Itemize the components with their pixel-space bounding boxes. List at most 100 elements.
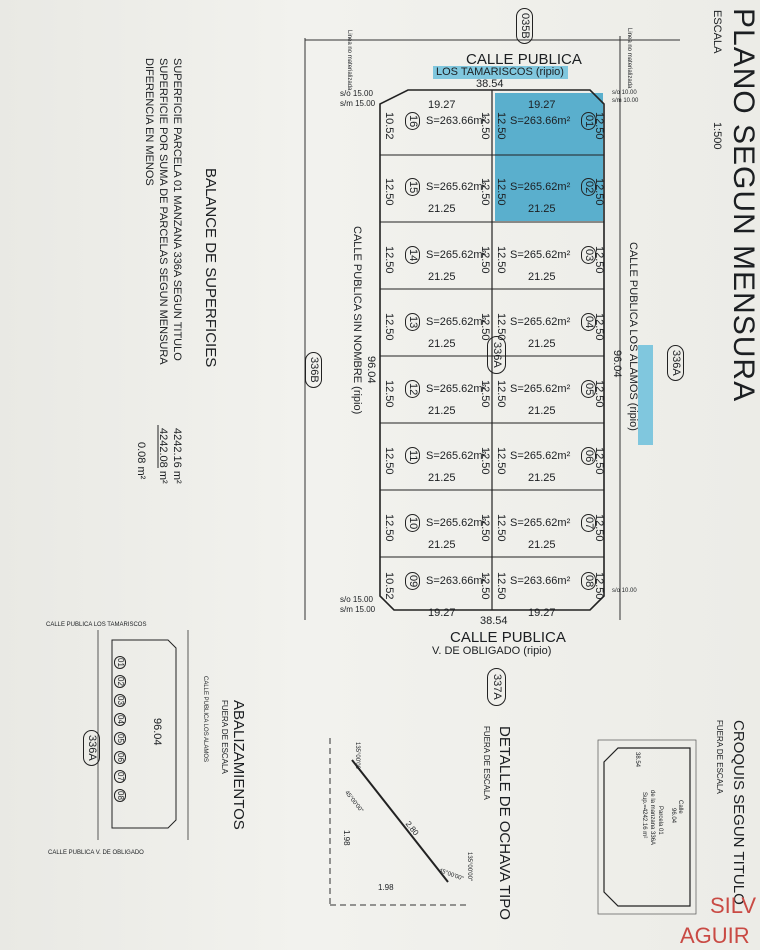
parcel-id: 12 [405,380,420,399]
lot-width: 21.25 [528,338,556,350]
ochava-leg-h: 1.98 [378,883,394,892]
parcel-area: S=265.62m² [426,517,487,529]
lot-width: 21.25 [428,203,456,215]
north-street-name: LOS TAMARISCOS (ripio) [436,66,564,78]
lot-depth: 12.50 [593,514,605,542]
lot-width: 21.25 [428,405,456,417]
abal-parcel-id: 03 [114,694,126,707]
lot-depth: 10.52 [383,112,395,140]
croquis-title: CROQUIS SEGUN TITULO [730,720,747,905]
parcel-id: 09 [405,572,420,591]
parcel-id: 15 [405,178,420,197]
lot-depth-inner: 12.50 [479,572,491,600]
parcel-area: S=265.62m² [510,181,571,193]
block-337a: 337A [487,668,506,706]
dim-west: 96.04 [365,356,377,384]
lot-depth: 12.50 [593,313,605,341]
balance-row3-label: DIFERENCIA EN MENOS [143,58,155,186]
croquis-outline [603,747,691,907]
parcel-area: S=263.66m² [426,575,487,587]
croquis-manzana: de la manzana 336A [649,790,655,846]
ne-so: s/o 10.00 [612,90,637,96]
block-336b: 336B [305,352,322,388]
abal-parcel-id: 05 [114,732,126,745]
lot-depth-inner: 12.50 [479,112,491,140]
block-outline [379,89,605,611]
lot-depth: 12.50 [593,112,605,140]
lot-depth-inner: 12.50 [495,572,507,600]
highlight-alamos [638,345,653,445]
abal-parcel-id: 08 [114,789,126,802]
abal-street-e: CALLE PUBLICA LOS ALAMOS [202,676,208,763]
abal-parcel-id: 06 [114,751,126,764]
lot-depth-inner: 12.50 [479,313,491,341]
parcel-area: S=263.66m² [426,115,487,127]
abal-street-s: CALLE PUBLICA V. DE OBLIGADO [48,850,144,856]
ochava-diagonal [351,759,449,883]
lot-depth: 12.50 [383,313,395,341]
parcel-area: S=265.62m² [510,316,571,328]
lot-depth-inner: 12.50 [495,178,507,206]
scale-label: ESCALA [711,10,723,54]
lot-depth: 12.50 [383,246,395,274]
abal-subtitle: FUERA DE ESCALA [220,700,229,774]
balance-title: BALANCE DE SUPERFICIES [202,168,219,368]
line-no-mat-1: Linea no materializada [346,30,352,91]
abal-parcel-id: 02 [114,675,126,688]
lot-depth: 12.50 [593,380,605,408]
lot-width: 21.25 [528,271,556,283]
balance-row2-value: 4242.08 m² [157,428,169,484]
croquis-parcel: Parcela 01 [657,806,663,835]
lot-width: 21.25 [528,539,556,551]
dim-east: 96.04 [611,350,623,378]
lot-width: 21.25 [428,539,456,551]
lot-width: 19.27 [428,607,456,619]
lot-depth: 12.50 [383,447,395,475]
parcel-area: S=263.66m² [510,575,571,587]
lot-width: 19.27 [428,99,456,111]
dim-top: 38.54 [476,78,504,90]
lot-depth: 12.50 [383,514,395,542]
parcel-area: S=265.62m² [510,450,571,462]
lot-depth: 12.50 [383,178,395,206]
west-street-label: CALLE PUBLICA SIN NOMBRE (ripio) [351,226,363,415]
lot-width: 21.25 [428,271,456,283]
highlight-parcels-01-02 [495,93,603,221]
parcel-area: S=265.62m² [510,383,571,395]
croquis-side: 96.04 [670,808,676,824]
highlight-tamariscos [433,66,568,79]
lot-width: 19.27 [528,607,556,619]
lot-depth-inner: 12.50 [495,447,507,475]
croquis-frame [597,739,697,915]
block-336a-east: 336A [667,345,684,381]
lot-depth-inner: 12.50 [479,380,491,408]
nw-so: s/o 15.00 [340,89,373,98]
sw-sm: s/m 15.00 [340,605,376,614]
parcel-area: S=263.66m² [510,115,571,127]
lot-depth-inner: 12.50 [495,380,507,408]
croquis-subtitle: FUERA DE ESCALA [715,720,724,794]
parcel-area: S=265.62m² [426,316,487,328]
parcel-id: 11 [405,447,420,465]
lot-depth-inner: 12.50 [495,112,507,140]
ochava-angle-1b: 135°00'00" [466,852,472,882]
lot-depth: 10.52 [383,572,395,600]
lot-depth: 12.50 [593,246,605,274]
croquis-top: 38.54 [634,752,640,768]
croquis-calle: Calle [677,800,683,814]
east-street-label: CALLE PUBLICA LOS ALAMOS (ripio) [627,242,639,431]
lot-depth-inner: 12.50 [479,246,491,274]
parcel-area: S=265.62m² [426,249,487,261]
ochava-title: DETALLE DE OCHAVA TIPO [496,726,513,920]
balance-row1-label: SUPERFICIE PARCELA 01 MANZANA 336A SEGUN… [171,58,183,361]
ne-sm: s/m 10.00 [612,98,639,104]
parcel-area: S=265.62m² [510,517,571,529]
lot-depth: 12.50 [593,572,605,600]
page-title: PLANO SEGUN MENSURA [727,8,760,403]
balance-row1-value: 4242.16 m² [171,428,183,484]
dim-bottom: 38.54 [480,615,508,627]
ochava-subtitle: FUERA DE ESCALA [482,726,491,800]
lot-lines [380,154,604,558]
abal-parcel-id: 04 [114,713,126,726]
block-035b: 035B [516,8,533,44]
